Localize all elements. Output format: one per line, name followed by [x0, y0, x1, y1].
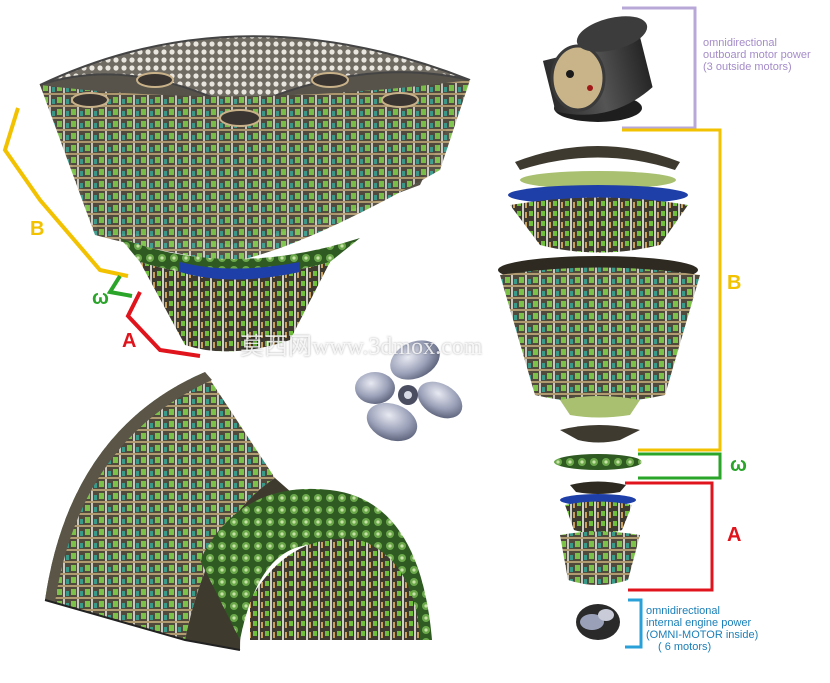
bracket-omega-right — [638, 452, 722, 480]
label-omega-left: ω — [92, 287, 109, 309]
cutaway-engine-illustration — [44, 372, 432, 651]
internal-engine-note: omnidirectional internal engine power (O… — [646, 605, 758, 653]
bracket-outboard — [622, 6, 697, 130]
outboard-note-line-1: omnidirectional — [703, 37, 777, 49]
bracket-omega-left — [106, 274, 133, 298]
outboard-motor-note: omnidirectional outboard motor power (3 … — [703, 37, 811, 73]
omni-motor-illustration — [355, 340, 463, 442]
bracket-b-left — [2, 107, 129, 278]
label-a-right: A — [727, 524, 742, 546]
exploded-stack-illustration — [498, 16, 700, 640]
bracket-a-right — [625, 481, 714, 592]
outboard-note-line-2: outboard motor power — [703, 49, 811, 61]
outboard-note-line-3: (3 outside motors) — [703, 61, 792, 73]
internal-note-line-2: internal engine power — [646, 617, 752, 629]
internal-note-line-4: ( 6 motors) — [658, 641, 712, 653]
bracket-b-right — [622, 128, 722, 452]
label-omega-right: ω — [730, 454, 747, 476]
internal-note-line-1: omnidirectional — [646, 605, 720, 617]
bracket-a-left — [125, 291, 201, 358]
internal-note-line-3: (OMNI-MOTOR inside) — [646, 629, 759, 641]
assembled-engine-illustration — [39, 35, 471, 352]
bracket-internal — [625, 598, 643, 649]
label-a-left: A — [122, 330, 137, 352]
watermark: 莫西网www.3dmox.com — [240, 334, 483, 360]
label-b-right: B — [727, 272, 742, 294]
label-b-left: B — [30, 218, 45, 240]
